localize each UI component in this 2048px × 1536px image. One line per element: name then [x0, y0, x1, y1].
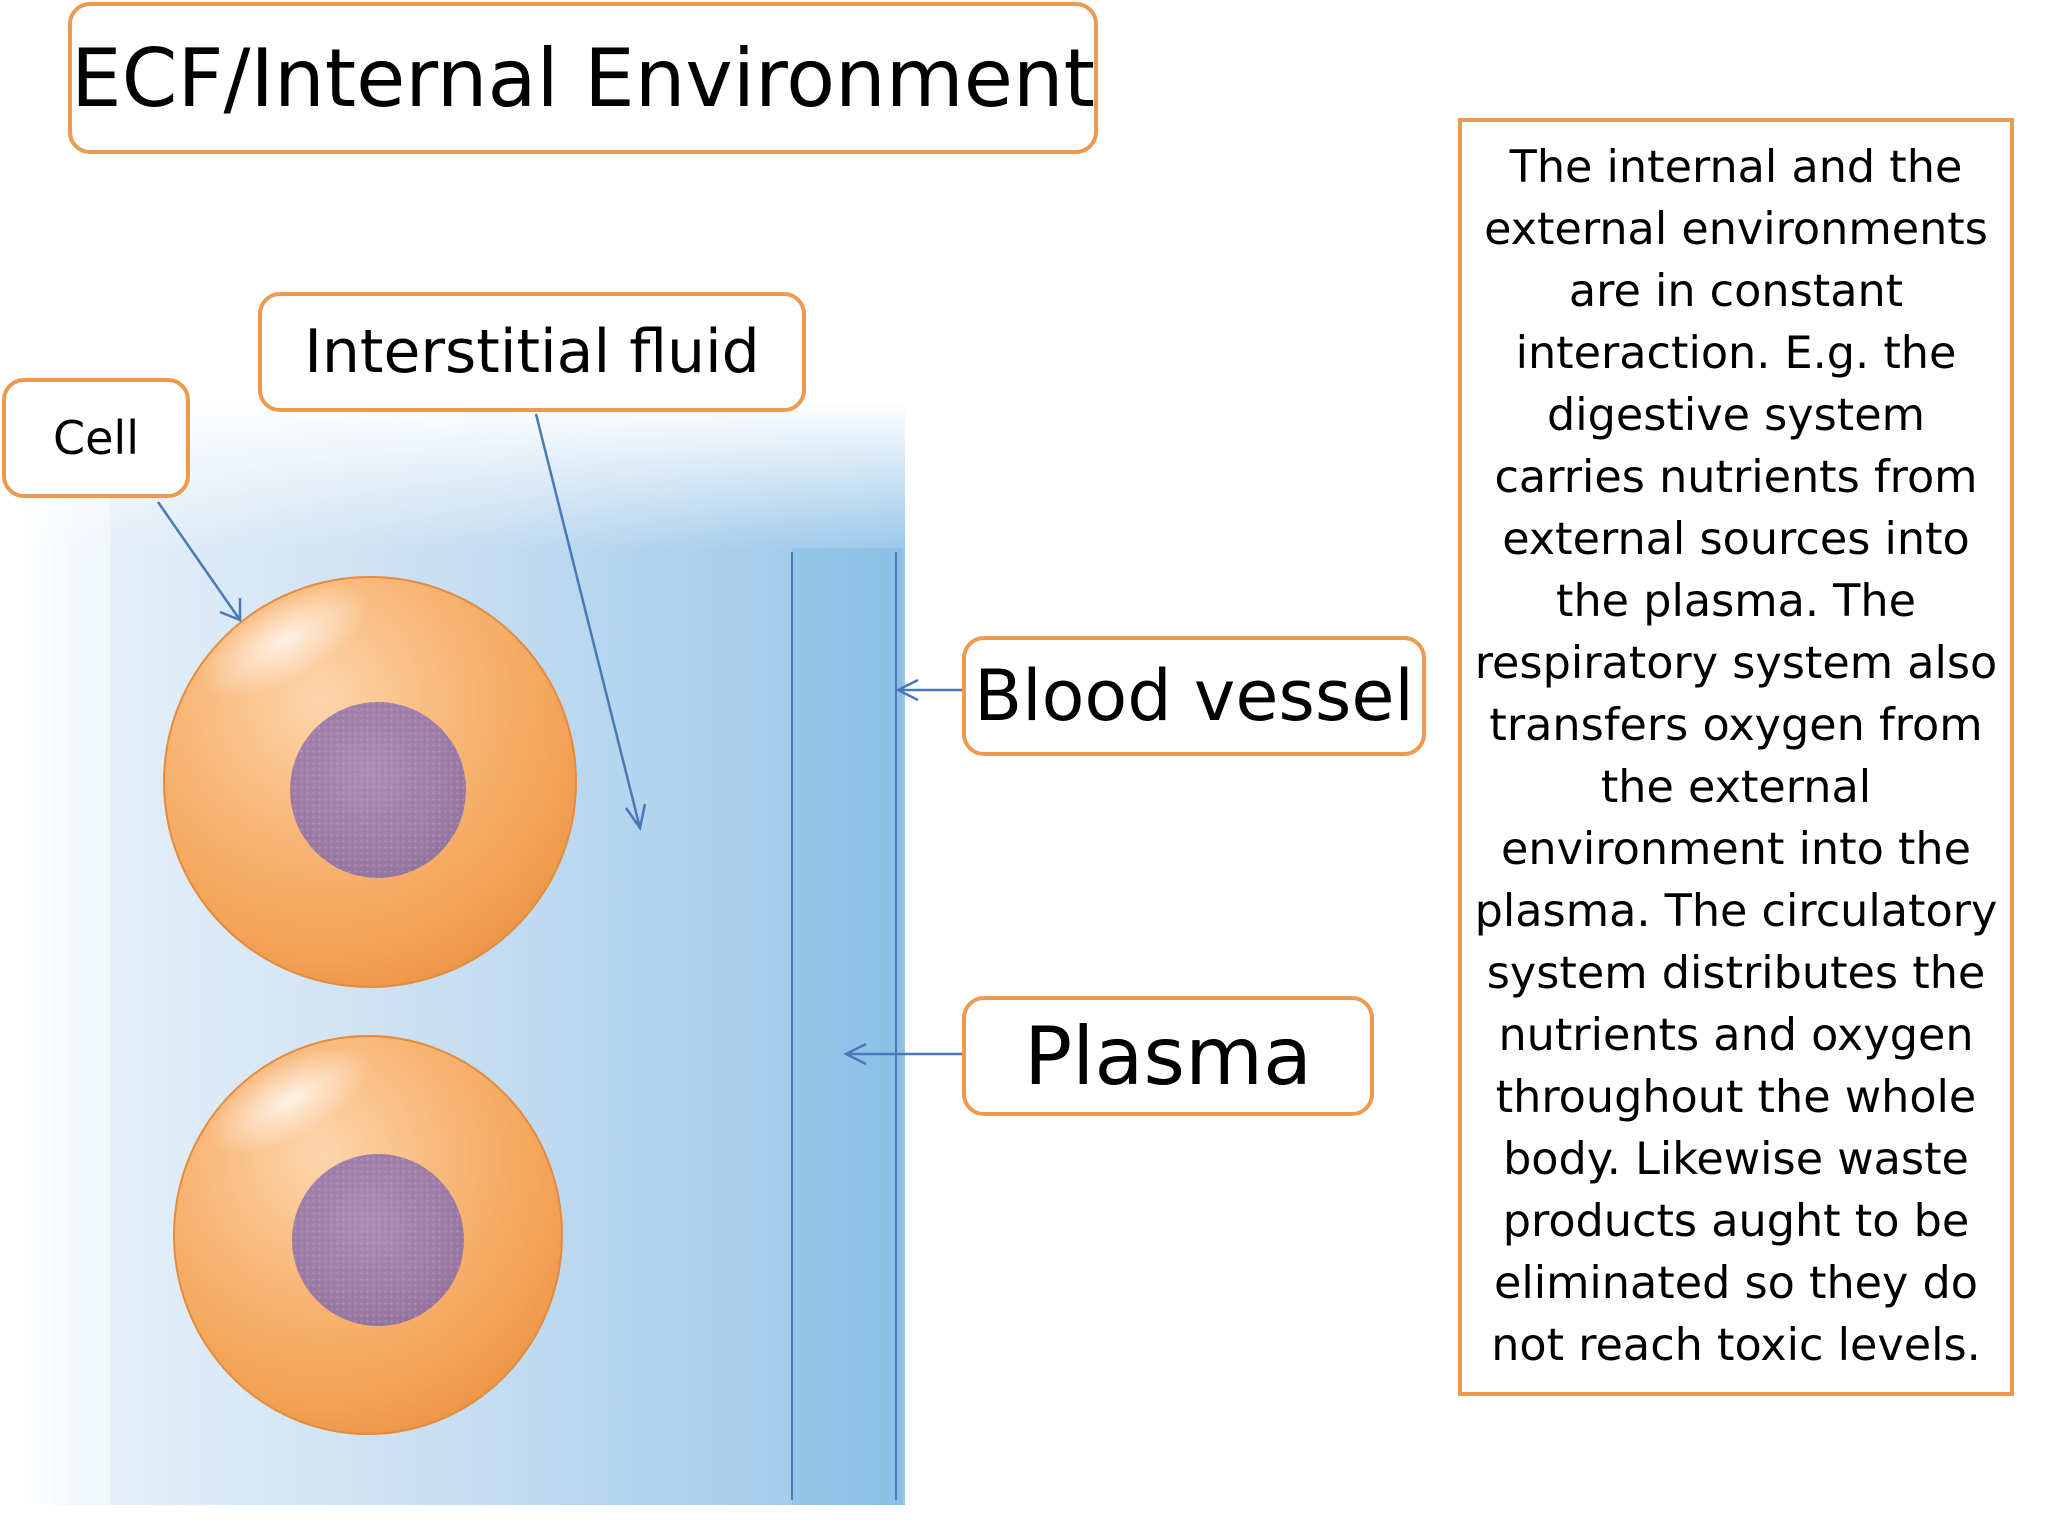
interstitial-fluid-label-box: Interstitial fluid [258, 292, 806, 412]
description-box: The internal and the external environmen… [1458, 118, 2014, 1396]
description-text: The internal and the external environmen… [1474, 142, 1998, 1371]
cell-bottom [173, 1035, 563, 1435]
plasma-label: Plasma [1023, 1009, 1313, 1103]
arrow-blood-vessel [895, 678, 962, 702]
blood-vessel-label-box: Blood vessel [962, 636, 1426, 756]
page-title: ECF/Internal Environment [68, 2, 1098, 154]
title-text: ECF/Internal Environment [71, 31, 1095, 125]
arrow-plasma [843, 1042, 962, 1066]
interstitial-fluid-label: Interstitial fluid [304, 317, 760, 387]
blood-vessel-label: Blood vessel [974, 655, 1414, 737]
cell-label-box: Cell [2, 378, 190, 498]
cell-top [163, 576, 577, 988]
arrow-interstitial-fluid [534, 413, 647, 832]
plasma-label-box: Plasma [962, 996, 1374, 1116]
arrow-cell [156, 501, 242, 622]
cell-label: Cell [53, 411, 139, 465]
blood-vessel-region [792, 548, 903, 1505]
